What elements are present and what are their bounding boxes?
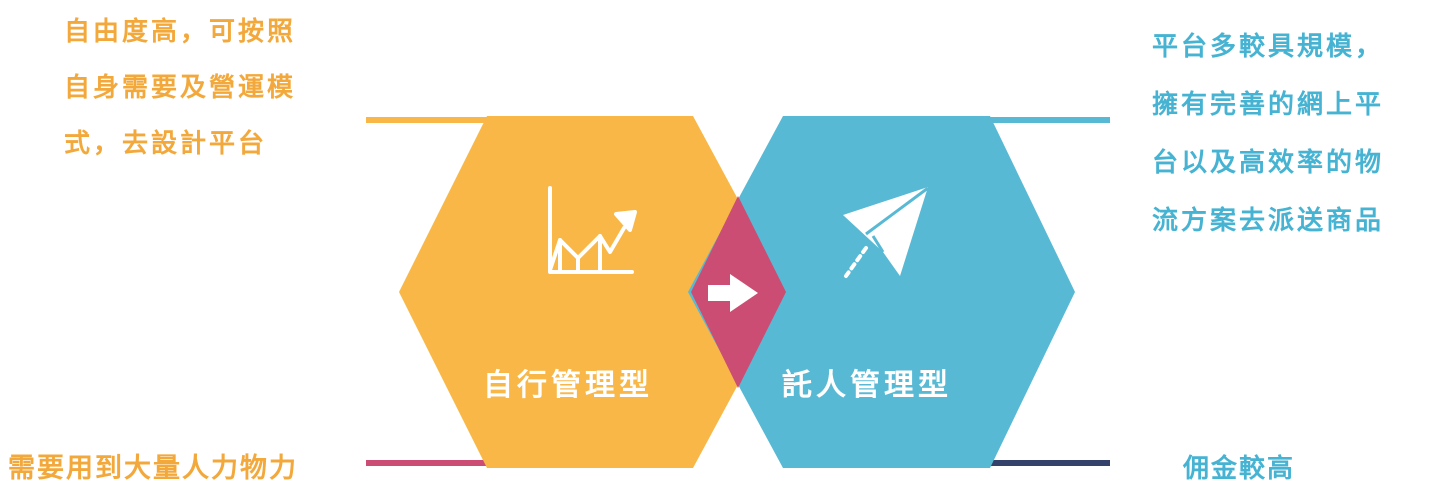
right-hexagon-label: 託人管理型 bbox=[782, 368, 952, 403]
right-disadvantage-text: 佣金較高 bbox=[1183, 454, 1296, 484]
bottom-right-line bbox=[990, 460, 1110, 466]
top-left-line bbox=[366, 117, 491, 123]
growth-chart-icon bbox=[548, 186, 637, 274]
left-hexagon-label: 自行管理型 bbox=[483, 368, 653, 403]
left-hexagon bbox=[399, 116, 788, 468]
right-arrow-icon bbox=[708, 274, 758, 312]
bottom-left-line bbox=[366, 460, 491, 466]
right-advantage-text: 平台多較具規模， 擁有完善的網上平 台以及高效率的物 流方案去派送商品 bbox=[1152, 18, 1442, 250]
top-right-line bbox=[990, 117, 1110, 123]
right-advantage-line: 台以及高效率的物 bbox=[1152, 148, 1385, 178]
left-advantage-line: 式，去設計平台 bbox=[64, 129, 268, 159]
right-advantage-line: 擁有完善的網上平 bbox=[1152, 90, 1385, 120]
right-advantage-line: 流方案去派送商品 bbox=[1152, 206, 1385, 236]
left-advantage-text: 自由度高，可按照 自身需要及營運模 式，去設計平台 bbox=[64, 4, 354, 172]
left-advantage-line: 自身需要及營運模 bbox=[64, 73, 297, 103]
paper-plane-icon bbox=[843, 186, 929, 278]
left-disadvantage-text: 需要用到大量人力物力 bbox=[8, 453, 298, 484]
right-advantage-line: 平台多較具規模， bbox=[1152, 32, 1385, 62]
left-advantage-line: 自由度高，可按照 bbox=[64, 17, 297, 47]
right-hexagon bbox=[688, 116, 1075, 468]
